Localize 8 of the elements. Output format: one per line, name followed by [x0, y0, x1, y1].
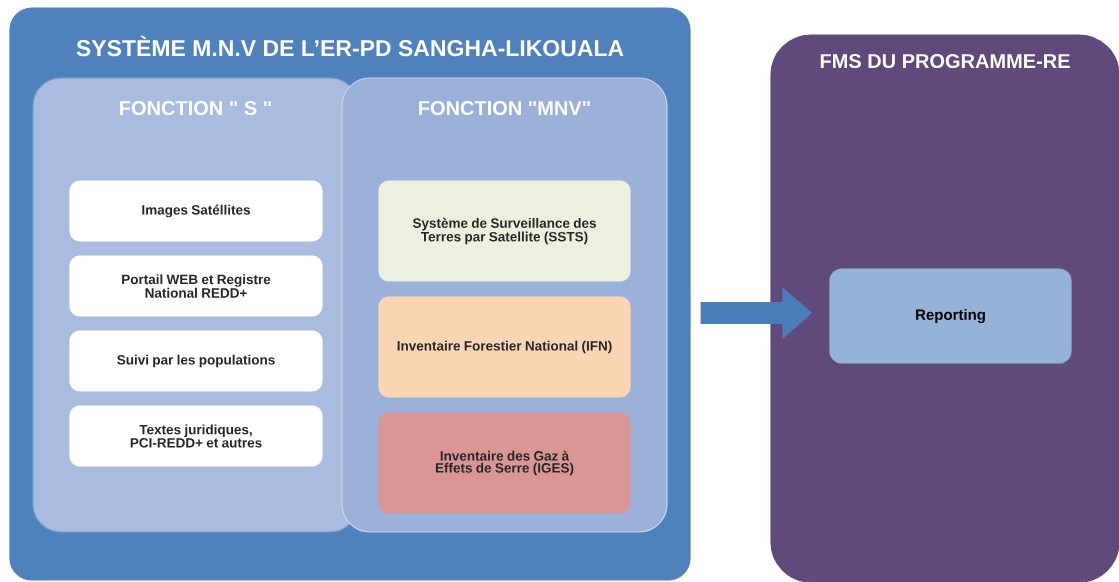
reporting-box: Reporting	[829, 268, 1072, 364]
item-box: Inventaire des Gaz à Effets de Serre (IGES)	[378, 412, 631, 514]
item-box: Système de Surveillance des Terres par Satellite (SSTS)	[378, 180, 631, 282]
item-box: Inventaire Forestier National (IFN)	[378, 296, 631, 398]
item-box: Suivi par les populations	[69, 330, 323, 392]
item-box: Textes juridiques, PCI-REDD+ et autres	[69, 405, 323, 467]
item-box: Images Satéllites	[69, 180, 323, 242]
item-box: Portail WEB et Registre National REDD+	[69, 255, 323, 317]
